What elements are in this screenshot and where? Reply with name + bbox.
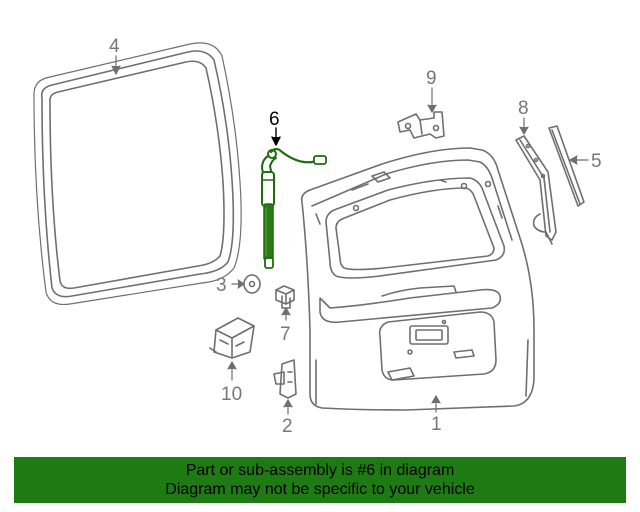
part-7-bolt[interactable] — [275, 285, 295, 309]
part-4-weatherstrip[interactable] — [33, 42, 242, 306]
callout-7: 7 — [280, 324, 291, 345]
banner-line-disclaimer: Diagram may not be specific to your vehi… — [165, 481, 475, 498]
callout-9: 9 — [426, 68, 437, 89]
callout-leaders — [111, 55, 589, 415]
callout-2: 2 — [282, 416, 293, 437]
part-6-liftgate-strut[interactable] — [261, 147, 327, 269]
part-10-module[interactable] — [209, 317, 255, 359]
part-3-washer[interactable] — [243, 274, 261, 294]
part-5-trim-strip[interactable] — [548, 125, 585, 207]
part-1-liftgate[interactable] — [300, 147, 535, 411]
callout-1: 1 — [431, 414, 442, 435]
callout-5: 5 — [591, 151, 602, 172]
banner-line-part: Part or sub-assembly is #6 in diagram — [185, 462, 455, 479]
part-9-hinge[interactable] — [397, 111, 445, 139]
part-8-side-molding[interactable] — [515, 135, 557, 245]
callout-10: 10 — [221, 384, 242, 405]
part-2-bracket[interactable] — [273, 359, 297, 399]
callout-3: 3 — [216, 275, 227, 296]
callout-6: 6 — [269, 109, 280, 130]
callout-leader-6 — [271, 127, 281, 146]
part-info-banner: Part or sub-assembly is #6 in diagram Di… — [14, 457, 626, 503]
parts-diagram: 4 9 8 6 5 3 7 10 2 1 — [33, 36, 602, 437]
callout-8: 8 — [518, 98, 529, 119]
callout-4: 4 — [109, 36, 120, 57]
